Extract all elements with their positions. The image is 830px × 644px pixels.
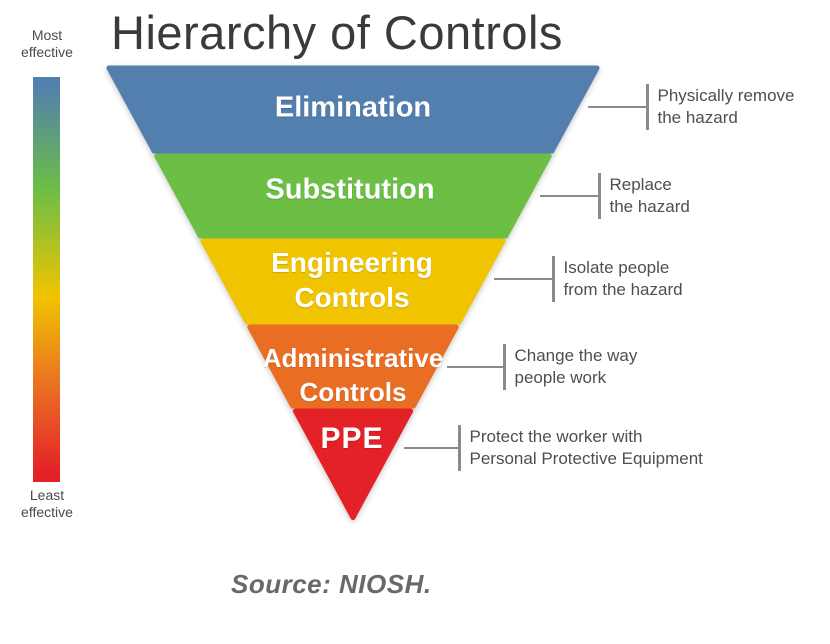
connector-line	[540, 195, 598, 197]
most-effective-label: Most effective	[21, 27, 73, 60]
level-polygon-ppe	[292, 408, 414, 520]
annotation-text: Physically remove the hazard	[657, 86, 795, 127]
connector-line	[447, 366, 503, 368]
level-polygon-elimination	[106, 65, 600, 154]
least-effective-label: Least effective	[21, 487, 73, 520]
annotation-ppe: Protect the worker with Personal Protect…	[404, 424, 703, 472]
connector-tick	[646, 84, 649, 130]
annotation-text: Change the way people work	[514, 346, 638, 387]
annotation-text: Replace the hazard	[609, 175, 690, 216]
connector-line	[588, 106, 646, 108]
connector-tick	[552, 256, 555, 302]
page-title: Hierarchy of Controls	[111, 6, 563, 59]
source-attribution: Source: NIOSH.	[231, 569, 432, 599]
level-polygon-administrative-controls	[247, 324, 459, 409]
level-label-administrative-controls: Administrative Controls	[262, 343, 444, 407]
level-label-ppe: PPE	[320, 422, 384, 455]
connector-tick	[503, 344, 506, 390]
annotation-administrative-controls: Change the way people work	[447, 343, 637, 391]
level-polygon-substitution	[154, 153, 552, 239]
level-label-engineering-controls: Engineering Controls	[271, 247, 433, 313]
annotation-elimination: Physically remove the hazard	[588, 83, 795, 131]
annotation-text: Isolate people from the hazard	[563, 258, 683, 299]
level-label-elimination: Elimination	[274, 91, 432, 124]
level-label-substitution: Substitution	[265, 173, 435, 206]
annotation-substitution: Replace the hazard	[540, 172, 690, 220]
connector-line	[494, 278, 552, 280]
connector-tick	[598, 173, 601, 219]
level-polygon-engineering-controls	[200, 238, 506, 325]
connector-tick	[458, 425, 461, 471]
effectiveness-gradient-bar	[33, 77, 60, 482]
annotation-engineering-controls: Isolate people from the hazard	[494, 255, 683, 303]
connector-line	[404, 447, 458, 449]
annotation-text: Protect the worker with Personal Protect…	[469, 427, 703, 468]
